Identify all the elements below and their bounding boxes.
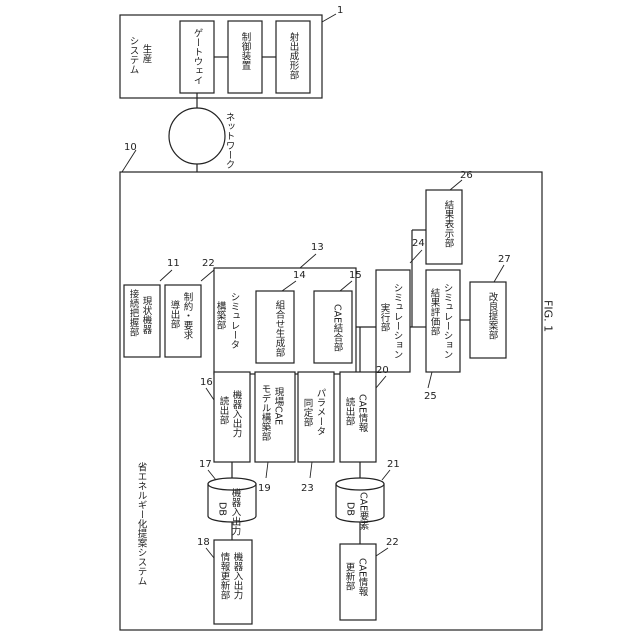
- block-27: 改良提案部 27: [470, 254, 511, 358]
- block-24-label-2: 実行部: [379, 302, 391, 332]
- block-16: 機器入出力 読出部 16: [200, 372, 250, 462]
- ref-27: 27: [498, 254, 511, 265]
- block-19-label-1: 現場CAE: [273, 387, 285, 425]
- block-22b: CAE情報 更新部 22: [340, 537, 399, 620]
- production-system-title-1: 生産: [141, 43, 153, 64]
- block-22b-label-1: CAE情報: [357, 558, 369, 597]
- ref-1: 1: [337, 5, 343, 16]
- gateway-label: ゲートウェイ: [192, 28, 204, 85]
- ref-17: 17: [199, 459, 212, 470]
- injection-molding-label: 射出成形部: [288, 31, 300, 80]
- block-22a-label-2: 導出部: [169, 299, 181, 329]
- production-system-title-2: システム: [128, 36, 140, 74]
- ref-22b: 22: [386, 537, 399, 548]
- block-23: パラメータ 同定部 23: [298, 372, 334, 494]
- block-15-label: CAE結合部: [332, 304, 344, 352]
- block-16-label-1: 機器入出力: [231, 389, 243, 438]
- block-25-label-2: 結果評価部: [429, 287, 441, 336]
- db-17-label-1: 機器入出力: [230, 487, 242, 536]
- block-20-label-2: 読出部: [344, 396, 356, 426]
- ref-10: 10: [124, 142, 137, 153]
- block-13-label-2: 構築部: [215, 300, 227, 330]
- block-11-label-1: 現状機器: [141, 296, 153, 334]
- block-19-label-2: モデル構築部: [260, 384, 272, 442]
- db-21: CAE要素 DB 21: [336, 459, 400, 530]
- block-20-label-1: CAE情報: [357, 394, 369, 433]
- block-22a-label-1: 制約・要求: [182, 291, 194, 339]
- ref-19: 19: [258, 483, 271, 494]
- block-13-label-1: シミュレータ: [229, 292, 241, 349]
- ref-24: 24: [412, 238, 425, 249]
- ref-18: 18: [197, 537, 210, 548]
- block-25: シミュレーション 結果評価部 25: [424, 270, 460, 402]
- block-26: 結果表示部 26: [426, 170, 473, 264]
- network: ネットワーク 10: [122, 93, 235, 172]
- ref-21: 21: [387, 459, 400, 470]
- block-24-label-1: シミュレーション: [392, 283, 403, 359]
- db-21-top: [336, 478, 384, 490]
- ref-14: 14: [293, 270, 306, 281]
- ref-13: 13: [311, 242, 324, 253]
- block-25-label-1: シミュレーション: [442, 283, 453, 359]
- ref-20: 20: [376, 365, 389, 376]
- block-20: CAE情報 読出部 20: [340, 365, 389, 462]
- block-18-label-1: 機器入出力: [232, 551, 244, 600]
- block-16-label-2: 読出部: [218, 395, 230, 425]
- db-21-label-1: CAE要素: [358, 492, 370, 530]
- db-17-label-2: DB: [217, 502, 228, 516]
- block-27-label: 改良提案部: [487, 291, 499, 340]
- block-18: 機器入出力 情報更新部 18: [197, 537, 252, 624]
- ref-16: 16: [200, 377, 213, 388]
- ref-23: 23: [301, 483, 314, 494]
- main-system-title: 省エネルギー化提案システム: [136, 461, 148, 585]
- network-circle: [169, 108, 225, 164]
- ref-15: 15: [349, 270, 362, 281]
- block-19: 現場CAE モデル構築部 19: [255, 372, 295, 494]
- block-22a: 制約・要求 導出部 22: [165, 258, 215, 357]
- controller-label: 制御装置: [240, 31, 252, 70]
- block-13: シミュレータ 構築部 13 組合せ生成部 14 CAE結合部 15: [214, 242, 362, 374]
- figure-label: FIG. 1: [542, 300, 555, 332]
- ref-26: 26: [460, 170, 473, 181]
- db-17: 機器入出力 DB 17: [199, 459, 256, 536]
- block-24: シミュレーション 実行部 24: [376, 238, 425, 372]
- production-system: ゲートウェイ 制御装置 射出成形部 生産 システム 1: [120, 5, 343, 98]
- block-18-label-2: 情報更新部: [219, 551, 231, 600]
- block-11-label-2: 接続把握部: [128, 288, 140, 337]
- block-22b-label-2: 更新部: [344, 562, 356, 591]
- ref-25: 25: [424, 391, 437, 402]
- block-23-label-2: 同定部: [302, 398, 314, 427]
- block-26-label: 結果表示部: [443, 199, 455, 248]
- block-14-label: 組合せ生成部: [274, 299, 286, 358]
- block-23-label-1: パラメータ: [315, 388, 327, 436]
- ref-11: 11: [167, 258, 180, 269]
- ref-22a: 22: [202, 258, 215, 269]
- db-21-label-2: DB: [345, 502, 356, 516]
- network-label: ネットワーク: [224, 112, 236, 169]
